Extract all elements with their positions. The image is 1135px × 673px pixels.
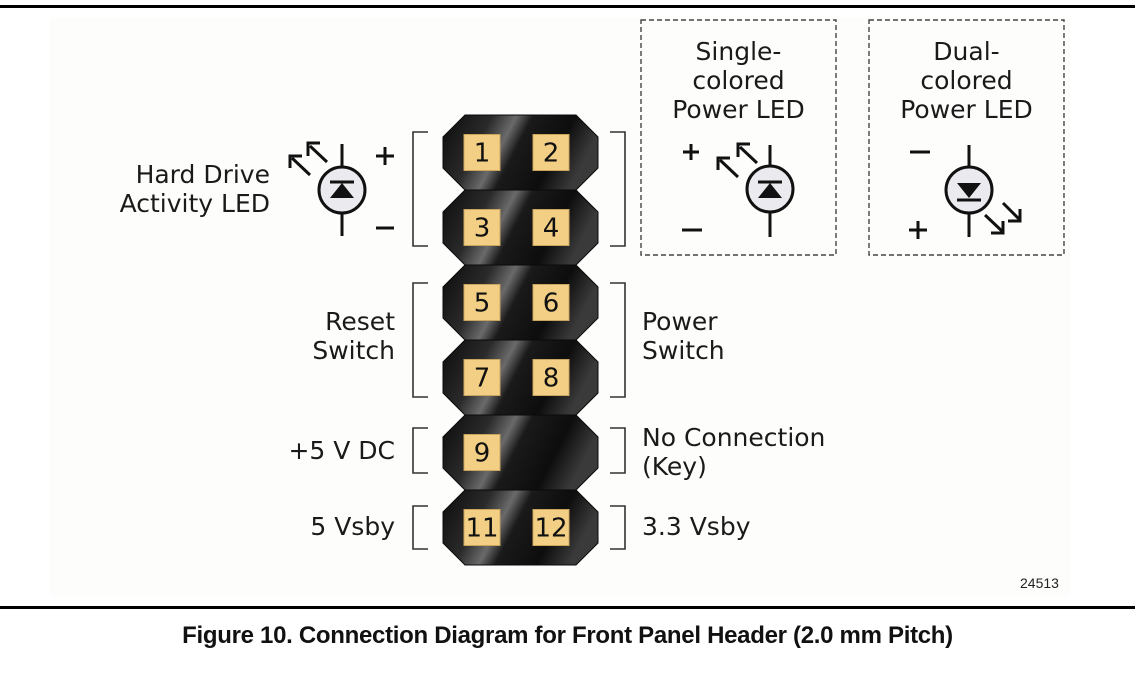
bracket-5vsby-left [412, 505, 428, 550]
pin-11: 11 [463, 509, 501, 546]
pin-number: 3 [474, 214, 491, 244]
hdd-led-label: Hard Drive Activity LED [119, 160, 270, 218]
pin-square [532, 209, 570, 246]
pin-12: 12 [532, 509, 570, 546]
figure-caption: Figure 10. Connection Diagram for Front … [182, 622, 953, 649]
vsby33-label: 3.3 Vsby [642, 512, 751, 541]
connector-body [442, 114, 599, 566]
pin-6: 6 [532, 284, 570, 321]
light-arrows-icon [288, 141, 329, 177]
bracket-key-right [610, 427, 626, 474]
figure-id: 24513 [1020, 575, 1059, 591]
plus5v-label: +5 V DC [288, 436, 395, 465]
bracket-power-right [610, 282, 626, 398]
pin-number: 1 [474, 139, 491, 169]
reset-switch-label: Reset Switch [312, 307, 395, 365]
bracket-33vsby-right [610, 505, 626, 550]
pin-number: 7 [474, 364, 491, 394]
pin-number: 8 [543, 364, 560, 394]
vsby5-label: 5 Vsby [310, 512, 395, 541]
pin-5: 5 [463, 284, 501, 321]
pin-square [532, 359, 570, 396]
bracket-5vdc-left [412, 427, 428, 474]
hdd-led-icon [288, 141, 367, 236]
pin-square [463, 209, 501, 246]
pin-square [532, 134, 570, 171]
connector-row [442, 489, 599, 566]
pin-9: 9 [463, 434, 501, 471]
dual-led-icon [944, 145, 1022, 237]
top-rule [0, 5, 1135, 8]
pin-number: 6 [543, 289, 560, 319]
power-switch-label: Power Switch [642, 307, 725, 365]
bottom-rule [0, 606, 1135, 609]
pin-number: 5 [474, 289, 491, 319]
pin-square [463, 434, 501, 471]
pin-4: 4 [532, 209, 570, 246]
pin-1: 1 [463, 134, 501, 171]
pin-square [463, 284, 501, 321]
pin-7: 7 [463, 359, 501, 396]
no-connection-label: No Connection (Key) [642, 423, 826, 481]
pin-number: 4 [543, 214, 560, 244]
single-led-label: Single- colored Power LED [672, 37, 805, 124]
pin-square [463, 359, 501, 396]
pin-square [463, 509, 501, 546]
pin-square [532, 284, 570, 321]
pin-2: 2 [532, 134, 570, 171]
pin-square [532, 509, 570, 546]
single-led-icon [716, 142, 795, 237]
pin-number: 12 [534, 514, 567, 544]
pin-number: 9 [474, 439, 491, 469]
pin-number: 11 [465, 514, 498, 544]
bracket-hdd-left [412, 131, 428, 247]
pin-8: 8 [532, 359, 570, 396]
bracket-reset-left [412, 282, 428, 398]
pin-3: 3 [463, 209, 501, 246]
single-led-box [640, 19, 837, 256]
bracket-led-right [610, 131, 626, 247]
pin-square [463, 134, 501, 171]
pin-number: 2 [543, 139, 560, 169]
dual-led-label: Dual- colored Power LED [900, 37, 1033, 124]
dual-led-box [868, 19, 1065, 256]
